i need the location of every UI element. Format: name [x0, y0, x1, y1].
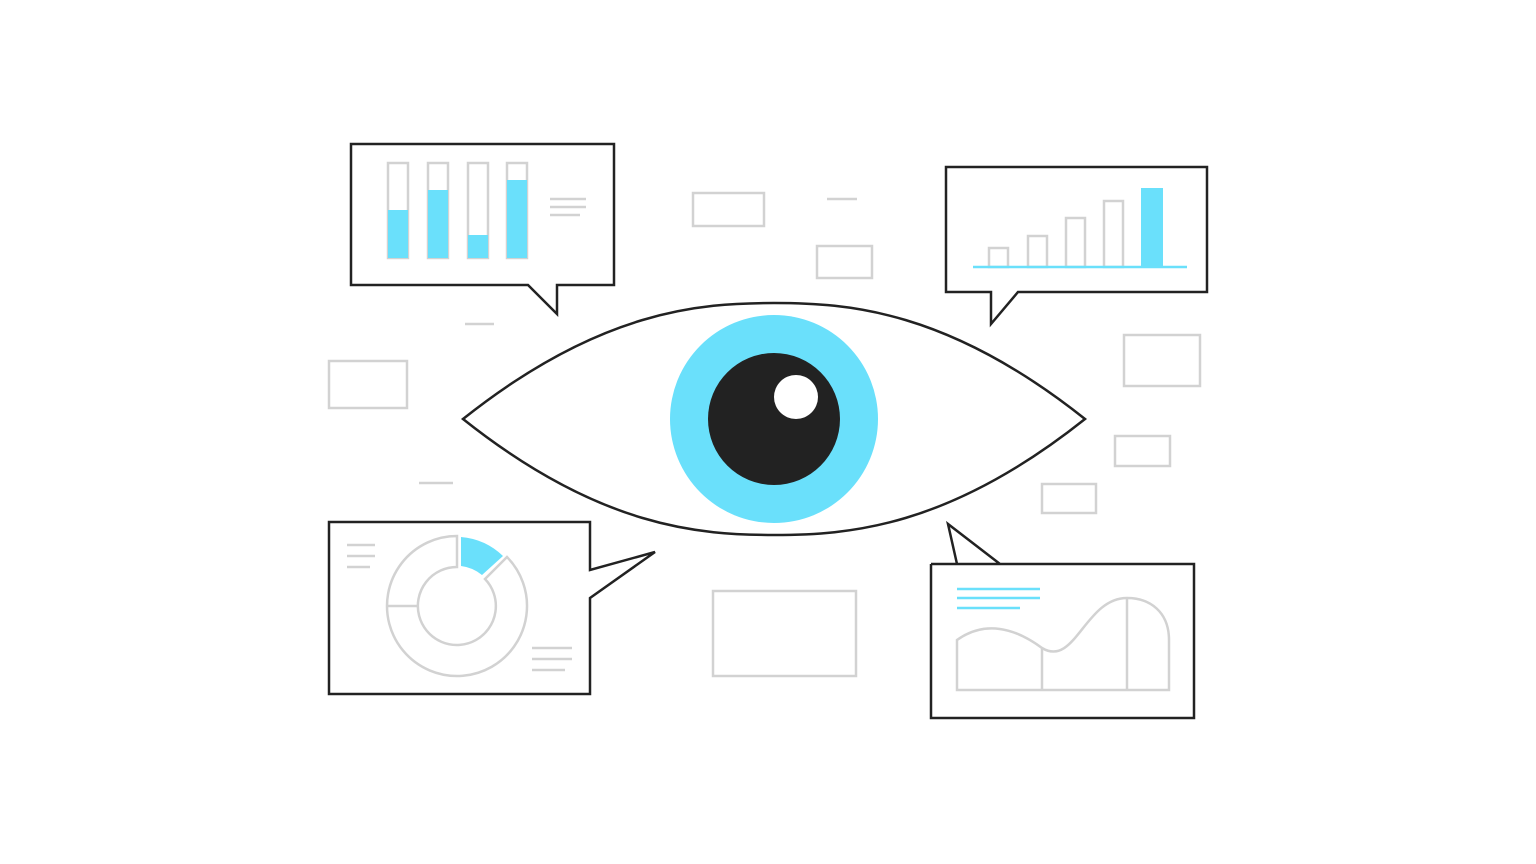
progress-bar-fill: [507, 180, 527, 258]
chart-bar: [987, 246, 1010, 269]
chart-bar: [1102, 199, 1125, 269]
pupil: [708, 353, 840, 485]
bar-progress-bubble: [349, 142, 616, 318]
donut-highlight-segment: [461, 537, 503, 575]
chart-bar: [1064, 216, 1087, 269]
area-chart-bubble: [929, 520, 1196, 720]
chart-bar-highlight: [1141, 188, 1163, 267]
chart-bar: [1026, 234, 1049, 269]
deco-rect: [815, 244, 874, 280]
bubble-outline: [327, 520, 656, 696]
donut-ring: [385, 534, 529, 678]
area-curve: [955, 596, 1171, 692]
eye: [460, 301, 1088, 537]
bubble-outline: [929, 520, 1196, 720]
deco-rect: [711, 589, 858, 678]
deco-rect: [691, 191, 766, 228]
decorative-shapes: [327, 191, 1202, 678]
deco-rect: [1113, 434, 1172, 468]
deco-rect: [327, 359, 409, 410]
donut-chart-bubble: [327, 520, 656, 696]
deco-rect: [1122, 333, 1202, 388]
progress-bar-fill: [468, 235, 488, 258]
eye-highlight: [774, 375, 818, 419]
bubble-outline: [349, 142, 616, 318]
progress-bar-fill: [428, 190, 448, 258]
bar-chart-bubble: [944, 165, 1209, 328]
bubble-outline: [944, 165, 1209, 328]
progress-bar-fill: [388, 210, 408, 258]
deco-rect: [1040, 482, 1098, 515]
